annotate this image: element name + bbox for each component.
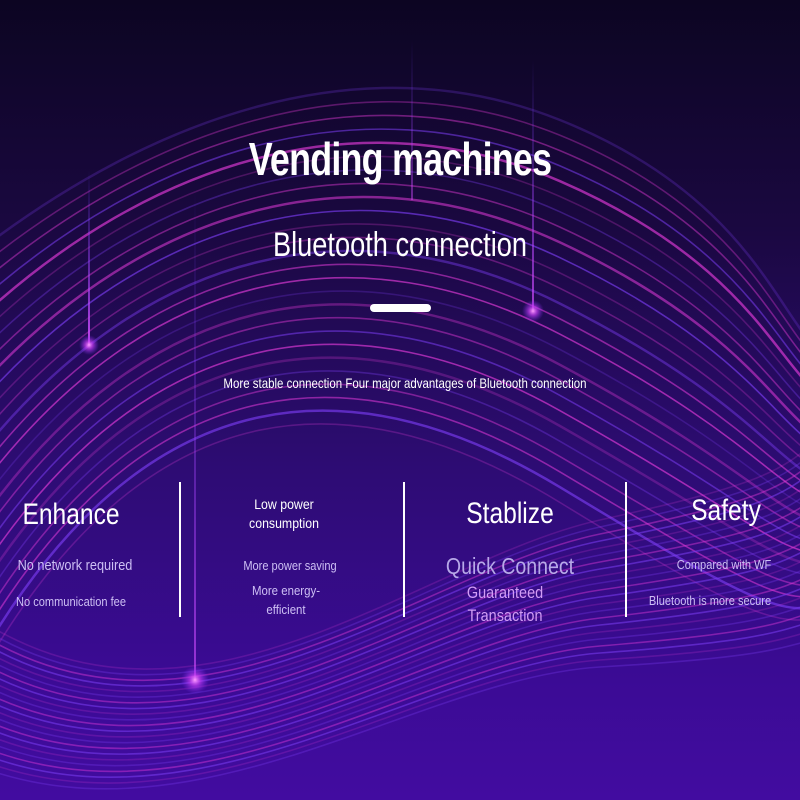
wave-line (0, 606, 800, 767)
wave-line (0, 343, 800, 551)
wave-line (0, 552, 800, 733)
wave-line (0, 370, 800, 578)
page-title: Vending machines (248, 133, 552, 185)
wave-line (0, 86, 800, 331)
column-divider (179, 482, 181, 617)
wave-line (0, 642, 800, 790)
wave-line (0, 101, 800, 342)
wave-line (0, 579, 800, 750)
column-divider (403, 482, 405, 617)
wave-line (0, 316, 800, 528)
wave-line (0, 356, 800, 563)
wave-line (0, 209, 800, 435)
column-item: No communication fee (16, 594, 126, 609)
wave-line (0, 330, 800, 540)
wave-line (0, 615, 800, 773)
wave-line (0, 276, 800, 493)
wave-line (0, 383, 800, 595)
column-item: More energy- efficient (251, 583, 321, 617)
wave-line (0, 114, 800, 354)
wave-line (0, 396, 800, 611)
wave-line (0, 128, 800, 365)
wave-line (0, 516, 800, 710)
wave-line (0, 489, 800, 693)
wave-line (0, 588, 800, 755)
wave-line (0, 423, 800, 644)
column-item: Compared with WF (676, 557, 772, 572)
wave-line (0, 195, 800, 424)
column-item: Guaranteed Transaction (466, 583, 544, 625)
column-item: Quick Connect (445, 553, 575, 579)
wave-line (0, 624, 800, 778)
tagline: More stable connection Four major advant… (223, 375, 587, 391)
wave-line (0, 249, 800, 470)
wave-line (0, 453, 800, 670)
wave-line (0, 409, 800, 628)
wave-line (0, 462, 800, 676)
light-beams (79, 40, 544, 694)
column-heading-enhance: Enhance (22, 498, 120, 531)
column-divider (625, 482, 627, 617)
column-heading-safety: Safety (691, 494, 761, 527)
wave-line (0, 570, 800, 744)
wave-line (0, 290, 800, 505)
wave-line (0, 169, 800, 400)
column-heading-stablize: Stablize (466, 497, 554, 530)
wave-line (0, 561, 800, 738)
wave-line (0, 597, 800, 761)
wave-line (0, 507, 800, 704)
wave-line (0, 534, 800, 721)
wave-line (0, 155, 800, 388)
column-item: More power saving (243, 558, 337, 573)
wave-line (0, 263, 800, 482)
wave-line (0, 525, 800, 715)
wave-line (0, 236, 800, 458)
column-heading-low-power: Low power consumption (249, 496, 319, 531)
wave-line (0, 498, 800, 698)
wave-line (0, 480, 800, 687)
wave-lines (0, 86, 800, 790)
wave-line (0, 182, 800, 412)
wave-line (0, 633, 800, 784)
page-subtitle: Bluetooth connection (272, 226, 528, 264)
column-item: No network required (17, 557, 133, 574)
wave-line (0, 223, 800, 447)
wave-line (0, 141, 800, 378)
wave-line (0, 471, 800, 682)
title-underline-bar (370, 304, 431, 312)
column-item: Bluetooth is more secure (648, 593, 772, 608)
wave-line (0, 543, 800, 727)
